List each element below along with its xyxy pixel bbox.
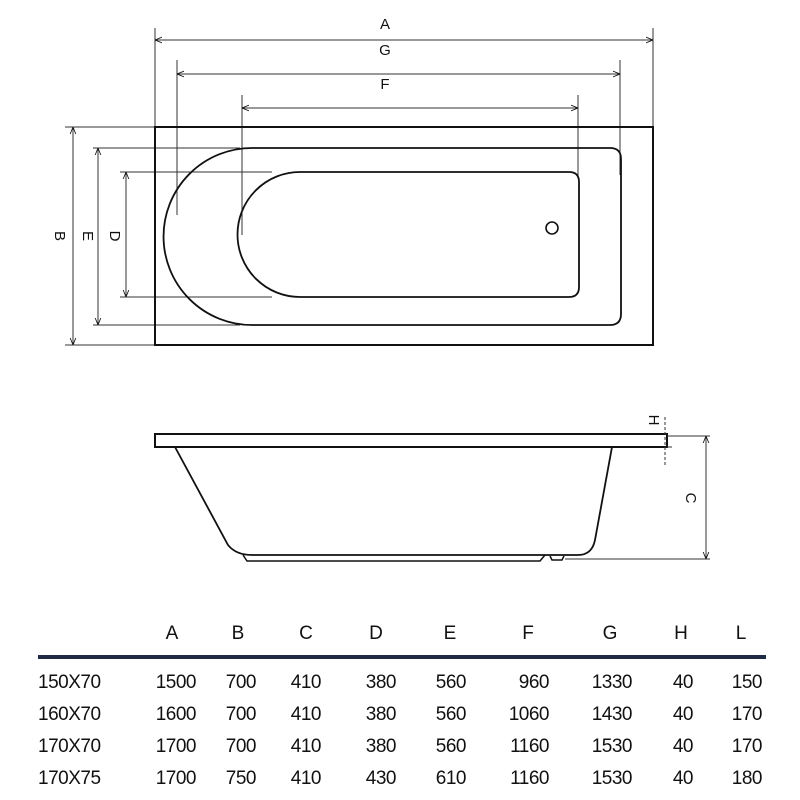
label-h: H <box>645 415 662 426</box>
value-cell-a: 1700 <box>156 736 196 757</box>
table-header: A B C D E F G H L <box>166 623 747 644</box>
label-d: D <box>106 231 123 242</box>
value-cell-c: 410 <box>291 736 321 757</box>
tub-rim-profile <box>154 433 668 448</box>
value-cell-l: 170 <box>732 704 762 725</box>
label-g: G <box>379 42 391 59</box>
value-cell-g: 1530 <box>592 736 632 757</box>
column-header-e: E <box>444 623 457 644</box>
label-a: A <box>380 16 390 33</box>
label-f: F <box>380 76 389 93</box>
value-cell-f: 1060 <box>509 704 549 725</box>
value-cell-l: 180 <box>732 768 762 789</box>
value-cell-a: 1700 <box>156 768 196 789</box>
value-cell-b: 700 <box>226 704 256 725</box>
model-cell: 170X75 <box>38 768 101 789</box>
value-cell-d: 430 <box>366 768 396 789</box>
extension-lines <box>65 28 654 346</box>
tub-basin-top-edge <box>162 147 622 326</box>
value-cell-c: 410 <box>291 704 321 725</box>
value-cell-d: 380 <box>366 704 396 725</box>
table-row: 160X70 1600 700 410 380 560 1060 1430 40 170 <box>38 704 763 725</box>
tub-body-profile <box>174 446 613 556</box>
column-header-g: G <box>603 623 618 644</box>
value-cell-l: 170 <box>732 736 762 757</box>
value-cell-d: 380 <box>366 736 396 757</box>
value-cell-h: 40 <box>673 768 693 789</box>
table-row: 170X75 1700 750 410 430 610 1160 1530 40 180 <box>38 768 763 789</box>
value-cell-a: 1600 <box>156 704 196 725</box>
table-row: 170X70 1700 700 410 380 560 1160 1530 40 170 <box>38 736 763 757</box>
tub-basin-floor <box>236 171 580 298</box>
value-cell-f: 1160 <box>510 768 549 789</box>
value-cell-e: 610 <box>436 768 466 789</box>
value-cell-c: 410 <box>291 672 321 693</box>
model-cell: 150X70 <box>38 672 101 693</box>
value-cell-f: 1160 <box>510 736 549 757</box>
model-cell: 170X70 <box>38 736 101 757</box>
model-cell: 160X70 <box>38 704 101 725</box>
label-c: C <box>682 493 699 504</box>
value-cell-b: 700 <box>226 672 256 693</box>
label-e: E <box>79 231 96 241</box>
column-header-h: H <box>674 623 688 644</box>
value-cell-g: 1530 <box>592 768 632 789</box>
label-b: B <box>51 231 68 241</box>
value-cell-h: 40 <box>673 672 693 693</box>
value-cell-d: 380 <box>366 672 396 693</box>
column-header-b: B <box>232 623 245 644</box>
column-header-c: C <box>299 623 313 644</box>
drain-icon <box>545 221 559 235</box>
value-cell-f: 960 <box>519 672 549 693</box>
value-cell-a: 1500 <box>156 672 196 693</box>
value-cell-e: 560 <box>436 736 466 757</box>
value-cell-g: 1430 <box>592 704 632 725</box>
side-view: H C <box>154 415 710 562</box>
column-header-f: F <box>522 623 534 644</box>
tub-outer-rim <box>154 126 654 346</box>
value-cell-e: 560 <box>436 704 466 725</box>
column-header-l: L <box>736 623 747 644</box>
value-cell-h: 40 <box>673 736 693 757</box>
column-header-a: A <box>166 623 179 644</box>
column-header-d: D <box>369 623 383 644</box>
value-cell-b: 700 <box>226 736 256 757</box>
value-cell-b: 750 <box>226 768 256 789</box>
value-cell-h: 40 <box>673 704 693 725</box>
table-row: 150X70 1500 700 410 380 560 960 1330 40 150 <box>38 672 763 693</box>
tub-foot <box>549 555 565 561</box>
value-cell-g: 1330 <box>592 672 632 693</box>
value-cell-l: 150 <box>732 672 762 693</box>
dimensions-table: A B C D E F G H L 150X70 1500 700 410 380 560… <box>38 623 766 789</box>
tub-base-strip <box>242 554 546 562</box>
value-cell-c: 410 <box>291 768 321 789</box>
top-view: A G F B E D <box>51 16 654 346</box>
value-cell-e: 560 <box>436 672 466 693</box>
